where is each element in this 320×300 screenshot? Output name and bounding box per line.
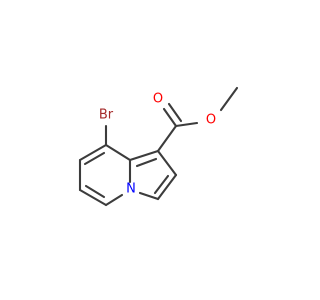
bond-carbonyl-o-double-a — [162, 107, 178, 128]
atom-label-layer: Br O O N — [99, 92, 216, 197]
bond-c5-n — [104, 193, 124, 207]
bond-layer — [78, 86, 239, 207]
molecule-structure: Br O O N — [78, 86, 239, 207]
bond-c2-c3-double — [156, 173, 178, 201]
bond-c8-c7-double — [78, 143, 108, 162]
bond-c1-carbonyl — [156, 124, 178, 153]
bond-c8a-c1-double — [128, 149, 160, 162]
bond-c1-c2 — [156, 149, 178, 177]
ring-nitrogen-label: N — [126, 182, 136, 197]
carbonyl-oxygen-label: O — [153, 92, 163, 107]
bromine-label: Br — [99, 108, 114, 123]
bond-c8-c7-inner — [83, 151, 106, 166]
bond-carbonyl-ester-o — [174, 121, 199, 128]
bond-carbonyl-o-double-b — [167, 102, 183, 123]
ester-oxygen-label: O — [206, 113, 216, 128]
bond-c6-c5 — [78, 188, 108, 207]
bond-c8a-c1-inner — [135, 157, 158, 168]
bond-c8-c8a — [104, 143, 132, 162]
bond-c3-n — [138, 191, 160, 201]
bond-c6-c5-inner — [84, 184, 106, 199]
bond-c2-c3-inner — [153, 174, 170, 195]
bond-ester-o-methyl — [219, 86, 239, 112]
